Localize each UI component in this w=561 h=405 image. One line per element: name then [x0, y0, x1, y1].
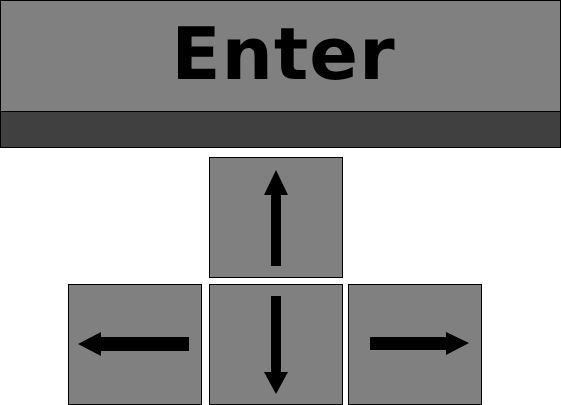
- right-arrow-key[interactable]: [348, 284, 482, 405]
- arrow-down-icon: [264, 296, 288, 394]
- up-arrow-key[interactable]: [209, 157, 343, 278]
- enter-key-face: Enter: [1, 1, 560, 112]
- left-arrow-key[interactable]: [68, 284, 202, 405]
- arrow-up-icon: [264, 170, 288, 266]
- arrow-left-icon: [78, 332, 189, 356]
- down-arrow-key[interactable]: [209, 284, 343, 405]
- enter-key-label: Enter: [171, 12, 396, 96]
- enter-key-bottom-edge: [1, 112, 560, 147]
- enter-key[interactable]: Enter: [0, 0, 561, 148]
- arrow-right-icon: [370, 332, 469, 355]
